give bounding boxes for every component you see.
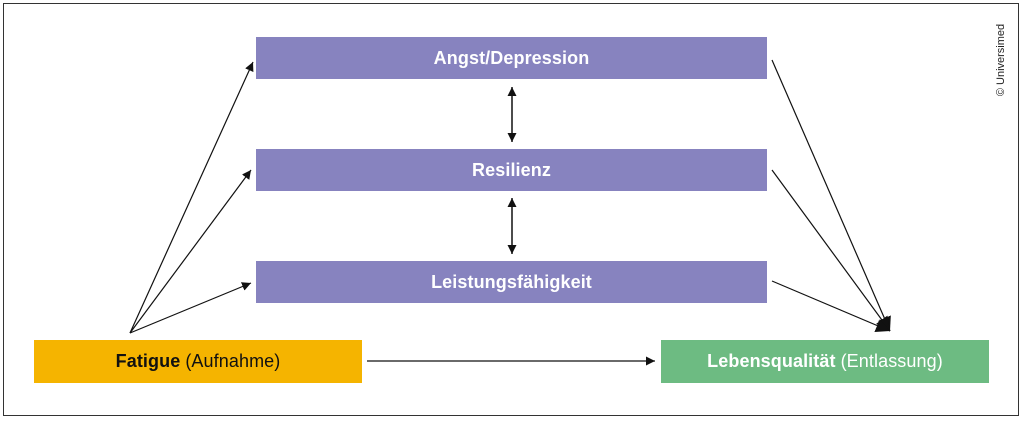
resilienz-label: Resilienz <box>472 159 551 180</box>
arrow-fatigue-to-resilienz <box>129 169 252 334</box>
fatigue-box: Fatigue (Aufnahme) <box>34 340 362 383</box>
arrow-fatigue-to-leistung <box>129 282 252 334</box>
angst-depression-label: Angst/Depression <box>433 47 590 68</box>
arrow-angst-to-lebensqualitaet <box>771 59 891 332</box>
lebensqualitaet-box: Lebensqualität (Entlassung) <box>661 340 989 383</box>
lebensqualitaet-label-light: (Entlassung) <box>840 351 943 371</box>
fatigue-label-bold: Fatigue <box>115 351 181 371</box>
arrow-resilienz-to-lebensqualitaet <box>771 169 891 332</box>
lebensqualitaet-label-bold: Lebensqualität <box>707 351 836 371</box>
arrow-leistung-to-lebensqualitaet <box>771 280 891 332</box>
fatigue-label-light: (Aufnahme) <box>185 351 281 371</box>
resilienz-box: Resilienz <box>256 149 767 191</box>
angst-depression-box: Angst/Depression <box>256 37 767 79</box>
diagram-frame <box>3 3 1019 416</box>
leistungsfaehigkeit-box: Leistungsfähigkeit <box>256 261 767 303</box>
leistungsfaehigkeit-label: Leistungsfähigkeit <box>431 271 592 292</box>
copyright-notice: © Universimed <box>995 23 1007 97</box>
arrow-fatigue-to-angst <box>129 61 254 334</box>
